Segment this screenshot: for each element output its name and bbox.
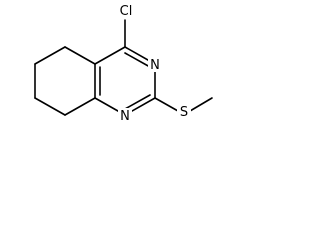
chemical-structure-diagram: Cl N N S: [34, 2, 213, 124]
nitrogen-1-label: N: [120, 109, 130, 124]
bond-c4a-c5: [64, 46, 96, 65]
bond-s-methyl: [189, 97, 213, 112]
pyrimidine-ring: [94, 46, 156, 116]
sulfur-label-bg: [177, 104, 191, 119]
bond-c8-c8a: [64, 97, 96, 116]
bond-c5-c6: [34, 46, 66, 65]
sulfur-label: S: [180, 105, 188, 120]
nitrogen-1-label-bg: [118, 108, 132, 123]
chlorine-label-bg: [116, 2, 136, 19]
nitrogen-3-label-bg: [148, 57, 162, 72]
bond-c4-n3-inner: [124, 52, 151, 68]
bond-c7-c8: [34, 97, 66, 116]
nitrogen-3-label: N: [150, 58, 160, 73]
cyclohexane-ring: [34, 46, 96, 116]
substituents: [124, 19, 213, 112]
bond-c4-c4a: [94, 46, 126, 65]
bond-c2-s: [154, 97, 179, 112]
bond-c2-n1-inner: [124, 94, 151, 110]
chlorine-label: Cl: [120, 4, 133, 19]
